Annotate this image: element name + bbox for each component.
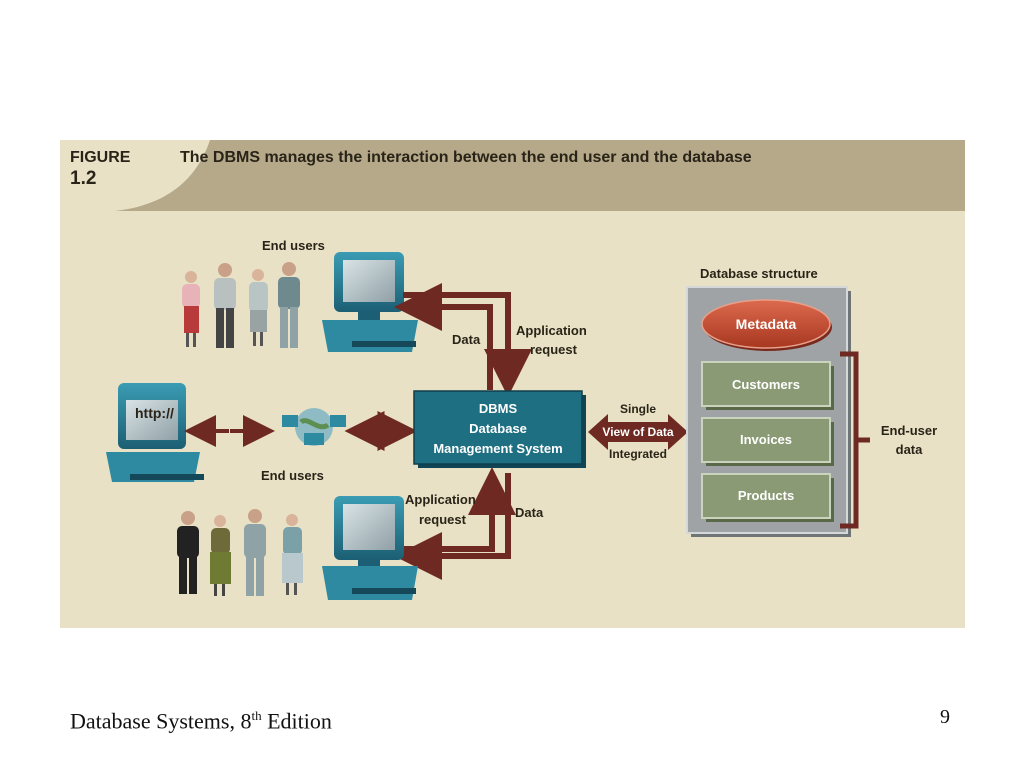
dbms-subtitle-2: Management System [433, 441, 562, 456]
view-bottom-label: Integrated [609, 447, 667, 461]
products-label: Products [738, 488, 794, 503]
dbms-box: DBMS Database Management System [413, 390, 586, 468]
network-globe-icon [282, 408, 346, 446]
figure-title: The DBMS manages the interaction between… [180, 149, 752, 166]
person-icon [278, 262, 300, 348]
view-top-label: Single [620, 402, 656, 416]
person-icon [182, 271, 200, 347]
top-request-label-1: Application [516, 323, 587, 338]
bottom-computer-icon [322, 496, 418, 600]
top-computer-icon [322, 252, 418, 352]
view-middle-label: View of Data [602, 425, 673, 439]
metadata-ellipse: Metadata [701, 299, 832, 351]
bottom-users-group-icon [177, 509, 303, 596]
figure-header-band [115, 140, 965, 211]
page-number: 9 [940, 706, 950, 728]
person-icon [282, 514, 303, 595]
footer-title-superscript: th [251, 708, 262, 723]
end-user-data-bracket [840, 351, 870, 529]
top-data-label: Data [452, 332, 481, 347]
top-request-arrow [403, 292, 532, 397]
products-box: Products [701, 473, 834, 522]
bottom-request-label-1: Application [405, 492, 476, 507]
top-data-arrow [394, 283, 493, 390]
figure-label-word: FIGURE [70, 149, 131, 166]
end-user-data-label-2: data [896, 442, 924, 457]
person-icon [214, 263, 236, 348]
bottom-data-label: Data [515, 505, 544, 520]
dbms-diagram: FIGURE 1.2 The DBMS manages the interact… [70, 140, 965, 600]
metadata-label: Metadata [736, 316, 797, 332]
browser-url-text: http:// [135, 405, 174, 421]
top-users-group-icon [182, 262, 300, 348]
person-icon [244, 509, 266, 596]
invoices-box: Invoices [701, 417, 834, 466]
dbms-title: DBMS [479, 401, 518, 416]
top-request-label-2: request [530, 342, 578, 357]
footer-book-title: Database Systems, 8th Edition [70, 708, 332, 734]
figure: FIGURE 1.2 The DBMS manages the interact… [60, 140, 965, 628]
browser-computer-icon [106, 383, 204, 482]
end-user-data-label-1: End-user [881, 423, 937, 438]
dbms-subtitle-1: Database [469, 421, 527, 436]
person-icon [210, 515, 231, 596]
person-icon [249, 269, 268, 346]
customers-label: Customers [732, 377, 800, 392]
footer-title-suffix: Edition [261, 708, 332, 734]
top-end-users-label: End users [262, 238, 325, 253]
figure-label-number: 1.2 [70, 168, 96, 189]
bottom-request-label-2: request [419, 512, 467, 527]
integrated-view-arrow: Single View of Data Integrated [588, 402, 688, 461]
database-structure-title: Database structure [700, 266, 818, 281]
customers-box: Customers [701, 361, 834, 410]
footer-title-main: Database Systems, 8 [70, 708, 252, 734]
web-end-users-label: End users [261, 468, 324, 483]
bottom-data-arrow [394, 473, 511, 580]
invoices-label: Invoices [740, 432, 792, 447]
person-icon [177, 511, 199, 594]
